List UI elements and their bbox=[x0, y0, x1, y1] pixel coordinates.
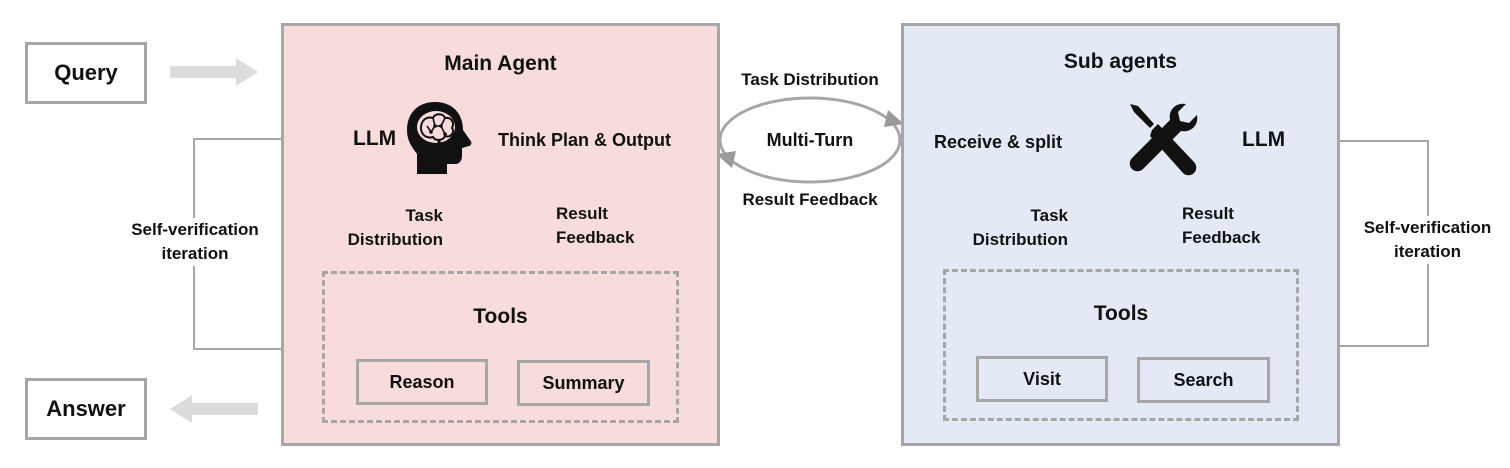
sub-agents-panel bbox=[901, 23, 1340, 446]
multi-turn-ellipse bbox=[718, 96, 902, 184]
search-tool-label: Search bbox=[1173, 369, 1234, 390]
main-task-distribution-label: Task Distribution bbox=[347, 206, 443, 249]
main-think-label: Think Plan & Output bbox=[498, 130, 671, 150]
summary-tool-label: Summary bbox=[542, 372, 625, 393]
search-tool-box: Search bbox=[1137, 357, 1270, 403]
reason-tool-box: Reason bbox=[356, 359, 488, 405]
main-result-feedback-label: Result Feedback bbox=[556, 204, 635, 247]
right-loop-label: Self-verification iteration bbox=[1345, 216, 1510, 264]
link-bottom-label: Result Feedback bbox=[742, 190, 878, 209]
query-arrow bbox=[170, 58, 258, 86]
query-box: Query bbox=[25, 42, 147, 104]
answer-box: Answer bbox=[25, 378, 147, 440]
main-agent-panel bbox=[281, 23, 720, 446]
link-top-label: Task Distribution bbox=[741, 70, 879, 89]
sub-result-feedback-label: Result Feedback bbox=[1182, 204, 1261, 247]
reason-tool-label: Reason bbox=[389, 371, 455, 392]
sub-tools-group bbox=[943, 269, 1299, 421]
link-center-label: Multi-Turn bbox=[766, 130, 854, 150]
main-tools-group bbox=[322, 271, 679, 423]
main-llm-label: LLM bbox=[353, 127, 397, 150]
answer-label: Answer bbox=[46, 396, 126, 421]
main-tools-title: Tools bbox=[473, 305, 528, 328]
sub-llm-label: LLM bbox=[1242, 128, 1286, 151]
tools-icon bbox=[1129, 103, 1198, 176]
summary-tool-box: Summary bbox=[517, 360, 650, 406]
multi-turn-arrow-left bbox=[716, 151, 736, 168]
sub-task-distribution-label: Task Distribution bbox=[972, 206, 1068, 249]
query-label: Query bbox=[54, 60, 118, 85]
brain-head-icon bbox=[407, 102, 472, 174]
answer-arrow bbox=[170, 395, 258, 423]
multi-turn-arrow-right bbox=[884, 110, 904, 127]
sub-tools-title: Tools bbox=[1093, 302, 1149, 325]
left-loop-label: Self-verification iteration bbox=[110, 218, 280, 266]
visit-tool-label: Visit bbox=[1023, 368, 1061, 389]
main-agent-title: Main Agent bbox=[444, 52, 557, 75]
sub-receive-label: Receive & split bbox=[934, 132, 1063, 152]
visit-tool-box: Visit bbox=[976, 356, 1108, 402]
sub-agents-title: Sub agents bbox=[1063, 50, 1178, 73]
